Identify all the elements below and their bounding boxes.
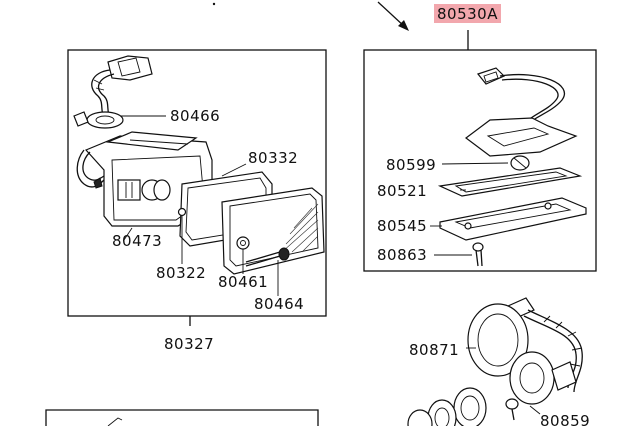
license-lamp-drawing	[437, 67, 587, 267]
part-label-80461: 80461	[218, 273, 269, 291]
right-leaders	[430, 162, 509, 256]
assembly-number-right: 80530A	[434, 4, 501, 23]
part-label-80327: 80327	[164, 335, 215, 353]
part-label-80545: 80545	[377, 217, 428, 235]
part-label-80332: 80332	[248, 149, 299, 167]
part-label-80859: 80859	[540, 412, 591, 430]
part-label-80871: 80871	[409, 341, 460, 359]
left-assembly-frame	[67, 49, 327, 317]
pointer-arrow	[377, 1, 409, 31]
lamp-housing-drawing	[73, 55, 213, 227]
part-label-80464: 80464	[254, 295, 305, 313]
part-label-80863: 80863	[377, 246, 428, 264]
right-assembly-frame	[363, 49, 597, 272]
part-label-80521: 80521	[377, 182, 428, 200]
left-leaders	[120, 115, 279, 296]
assembly-number-highlight: 80530A	[434, 4, 501, 23]
part-label-80473: 80473	[112, 232, 163, 250]
part-label-80466: 80466	[170, 107, 221, 125]
stray-mark	[212, 2, 216, 6]
part-label-80599: 80599	[386, 156, 437, 174]
bottom-left-frame	[45, 409, 319, 427]
socket-assembly-drawing	[407, 297, 583, 430]
part-label-80322: 80322	[156, 264, 207, 282]
lens-drawing	[177, 187, 325, 275]
leader-80859	[529, 405, 541, 415]
